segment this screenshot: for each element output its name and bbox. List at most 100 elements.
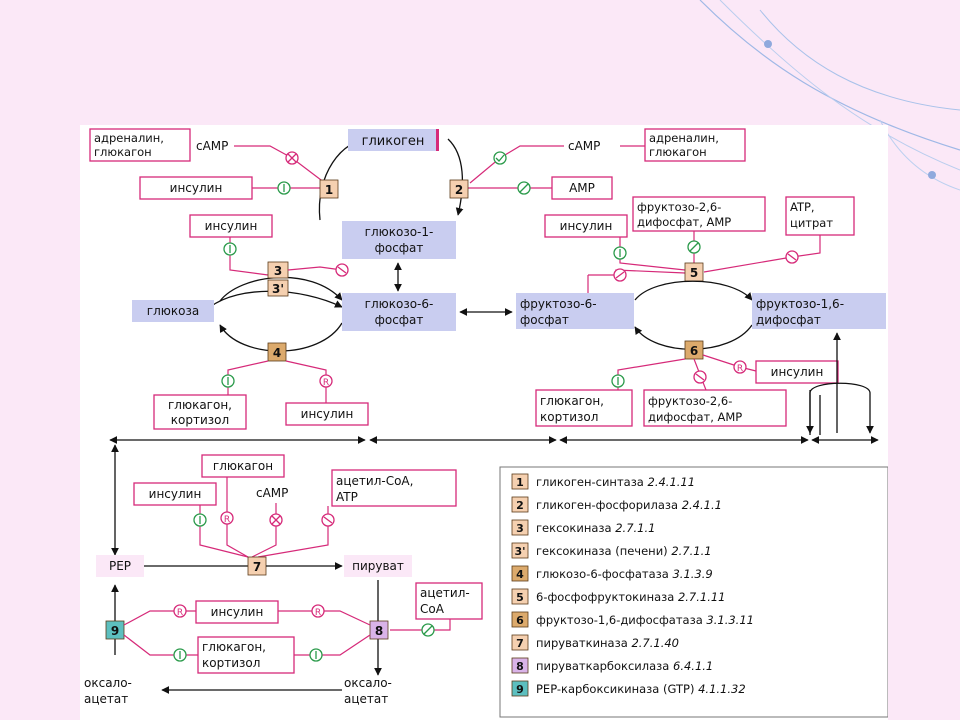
insulin-to-e8-line: [278, 610, 371, 626]
enzyme-6-number: 6: [690, 344, 698, 358]
g6p-box: [342, 293, 456, 331]
camp-to-e2-line: [469, 145, 564, 184]
breakdown-arc: [447, 138, 464, 216]
legend-number: 8: [516, 660, 524, 673]
legend-enzyme-name: PEP-карбоксикиназа (GTP) 4.1.1.32: [536, 682, 746, 696]
glucagon-to-e8-line: [294, 634, 371, 656]
f26bp-e5: фруктозо-2,6-: [637, 200, 721, 214]
glycogen-box: [348, 129, 438, 151]
citrate-label: цитрат: [790, 216, 833, 230]
x-mark-icon: [287, 153, 297, 163]
legend-enzyme-name: 6-фосфофруктокиназа 2.7.1.11: [536, 590, 726, 604]
g1p-box: [342, 221, 456, 259]
legend-item: 7 пируваткиназа 2.7.1.40: [511, 634, 679, 651]
f26bp-amp-box-e5: [632, 196, 766, 232]
adrenalin-right: адреналин,: [649, 131, 719, 145]
enzyme-2-number: 2: [455, 183, 463, 197]
g6p-label-1: глюкозо-6-: [365, 297, 434, 311]
glucagon-cortisol-box-e9: [197, 636, 295, 674]
legend-item: 3'гексокиназа (печени) 2.7.1.1: [511, 542, 712, 559]
atp-label: ATP,: [790, 200, 815, 214]
acetylcoa-atp-box: [331, 469, 457, 507]
legend-ec-number: 2.4.1.1: [682, 498, 722, 512]
right-branch: [809, 382, 874, 434]
cortisol-e4: кортизол: [171, 413, 229, 427]
adrenalin-glucagon-box-right: [644, 128, 746, 162]
insulin-box-e4: [285, 402, 369, 426]
legend-swatch: [511, 519, 529, 536]
legend-swatch: [511, 473, 529, 490]
f6p-label-2: фосфат: [520, 313, 569, 327]
legend-ec-number: 2.7.1.1: [615, 521, 655, 535]
enzyme-9-number: 9: [111, 624, 119, 638]
legend-swatch: [511, 496, 529, 513]
insulin-box-e5: [544, 214, 628, 238]
legend-swatch: [511, 565, 529, 582]
g1p-label-1: глюкозо-1-: [365, 225, 434, 239]
legend-ec-number: 6.4.1.1: [673, 659, 713, 673]
insulin-box-e6: [755, 360, 839, 384]
legend-swatch: [511, 542, 529, 559]
glucagon-left: глюкагон: [94, 145, 152, 159]
legend-swatch: [511, 680, 529, 697]
enzyme-3prime-node: [267, 279, 289, 297]
legend-enzyme-name: глюкозо-6-фосфатаза 3.1.3.9: [536, 567, 713, 581]
f26bp-amp-box-e6: [643, 389, 787, 427]
x-mark-icon: [271, 515, 281, 525]
g6p-feedback-line: [287, 266, 343, 271]
r-icon: R: [737, 364, 743, 374]
amp-e6: дифосфат, AMP: [648, 410, 742, 424]
legend-number: 2: [516, 499, 524, 512]
camp-e7: cAMP: [256, 486, 288, 500]
pyruvate-label: пируват: [352, 559, 404, 573]
glucagon-to-e9-line: [123, 634, 198, 656]
pep-label: PEP: [109, 559, 131, 573]
cortisol-e6: кортизол: [540, 410, 598, 424]
legend-ec-number: 2.7.1.40: [631, 636, 679, 650]
legend-swatch: [511, 611, 529, 628]
legend-panel: [499, 466, 888, 718]
repressor-icon: [733, 360, 747, 374]
f6p-label-1: фруктозо-6-: [520, 297, 597, 311]
insulin-to-e3-line: [229, 237, 269, 276]
glucose-box: [132, 300, 214, 322]
legend-number: 9: [516, 683, 524, 696]
legend-number: 1: [516, 476, 524, 489]
oaa-right-2: ацетат: [344, 692, 388, 706]
repressor-icon: [173, 604, 187, 618]
glucagon-e6: глюкагон,: [540, 394, 604, 408]
repressor-icon: [319, 374, 333, 388]
synthesis-arc: [318, 135, 371, 221]
legend-swatch: [511, 657, 529, 674]
f6p-box: [516, 293, 634, 329]
legend-number: 3': [514, 545, 525, 558]
enzyme-8-number: 8: [375, 624, 383, 638]
legend-number: 3: [516, 522, 524, 535]
r-icon: R: [177, 608, 183, 618]
insulin-e5: инсулин: [560, 219, 613, 233]
amp-e2: AMP: [569, 181, 595, 195]
glycogen-label: гликоген: [362, 134, 425, 149]
r-icon: R: [315, 608, 321, 618]
atp-e7: ATP: [336, 490, 358, 504]
enzyme-1-node: [319, 179, 339, 199]
glucagon-to-e4-line: [227, 360, 269, 395]
insulin-to-e4-line: [285, 360, 327, 403]
glucagon-e7: глюкагон: [213, 459, 273, 473]
legend-enzyme-name: пируваткиназа 2.7.1.40: [536, 636, 679, 650]
insulin-e6: инсулин: [771, 365, 824, 379]
legend-item: 9 PEP-карбоксикиназа (GTP) 4.1.1.32: [511, 680, 746, 697]
r-icon: R: [323, 378, 329, 388]
enzyme-4-number: 4: [273, 346, 281, 360]
atp-citrate-to-e5-line: [703, 235, 821, 273]
legend-number: 7: [516, 637, 524, 650]
f16bp-label-2: дифосфат: [756, 313, 821, 327]
amp-e5: дифосфат, AMP: [637, 215, 731, 229]
legend-ec-number: 3.1.3.9: [672, 567, 712, 581]
